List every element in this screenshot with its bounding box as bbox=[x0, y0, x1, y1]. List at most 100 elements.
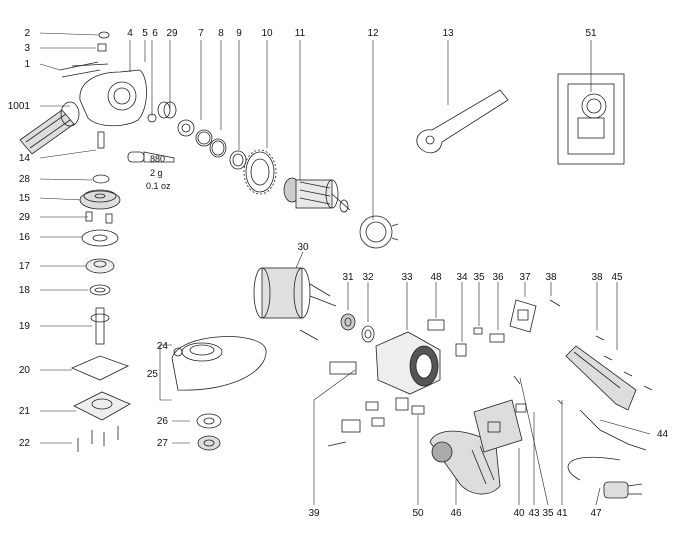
screws-set-part bbox=[595, 335, 653, 391]
label-1: 1 bbox=[24, 59, 30, 70]
screw-part bbox=[327, 441, 347, 447]
label-12: 12 bbox=[367, 28, 379, 39]
wheel-guard-part bbox=[171, 336, 267, 391]
part-number-labels: 2 3 1 4 5 6 29 7 8 9 10 11 12 13 51 1001… bbox=[8, 28, 669, 519]
label-50: 50 bbox=[412, 508, 424, 519]
label-35b: 35 bbox=[542, 508, 554, 519]
screw-part bbox=[513, 375, 521, 385]
nut-part bbox=[157, 101, 177, 119]
ring-part bbox=[89, 284, 111, 296]
label-34: 34 bbox=[456, 272, 468, 283]
clip-part bbox=[515, 403, 527, 413]
power-cable-part bbox=[579, 409, 647, 451]
bearing-cage-part bbox=[359, 215, 399, 249]
label-14: 14 bbox=[19, 153, 31, 164]
carbon-brush-part bbox=[489, 333, 505, 343]
label-29: 29 bbox=[166, 28, 178, 39]
label-10: 10 bbox=[261, 28, 273, 39]
label-2: 2 bbox=[24, 28, 30, 39]
pin-part bbox=[97, 131, 105, 149]
side-handle-part bbox=[19, 101, 80, 155]
label-46: 46 bbox=[450, 508, 462, 519]
fan-part bbox=[243, 149, 277, 195]
cover-plate-part bbox=[509, 299, 537, 333]
stator-part bbox=[253, 267, 337, 341]
label-3: 3 bbox=[24, 43, 30, 54]
grease-code: 880 bbox=[150, 154, 165, 164]
label-20: 20 bbox=[19, 365, 31, 376]
pin-wrench-part bbox=[416, 89, 509, 154]
label-40: 40 bbox=[513, 508, 525, 519]
label-16: 16 bbox=[19, 232, 31, 243]
grease-note: 880 2 g 0.1 oz bbox=[146, 154, 171, 191]
label-38b: 38 bbox=[591, 272, 603, 283]
label-17: 17 bbox=[19, 261, 31, 272]
switch-part bbox=[341, 397, 409, 433]
bearing-part bbox=[85, 258, 115, 274]
screw-part bbox=[473, 327, 483, 335]
label-47: 47 bbox=[590, 508, 602, 519]
label-44: 44 bbox=[657, 429, 669, 440]
brush-holder-part bbox=[455, 343, 467, 357]
bevel-gear-part bbox=[79, 189, 121, 210]
screw-part bbox=[59, 31, 110, 78]
screw-part bbox=[549, 299, 561, 307]
label-39: 39 bbox=[308, 508, 320, 519]
label-32: 32 bbox=[362, 272, 374, 283]
screw-pair-part bbox=[85, 211, 113, 224]
label-24: 24 bbox=[157, 341, 169, 352]
label-51: 51 bbox=[585, 28, 597, 39]
bearing-part bbox=[340, 313, 356, 331]
label-33: 33 bbox=[401, 272, 413, 283]
detail-inset-part bbox=[557, 73, 625, 165]
flange-part bbox=[81, 229, 119, 247]
label-30: 30 bbox=[297, 242, 309, 253]
label-48: 48 bbox=[430, 272, 442, 283]
plug-part bbox=[567, 456, 643, 499]
label-5: 5 bbox=[142, 28, 148, 39]
bearing-flange-part bbox=[73, 391, 131, 421]
label-4: 4 bbox=[127, 28, 133, 39]
label-29b: 29 bbox=[19, 212, 31, 223]
label-37: 37 bbox=[519, 272, 531, 283]
label-26: 26 bbox=[157, 416, 169, 427]
electronics-module-part bbox=[473, 399, 523, 453]
leader-lines bbox=[39, 32, 651, 506]
gear-housing-part bbox=[79, 69, 147, 127]
label-35: 35 bbox=[473, 272, 485, 283]
label-45: 45 bbox=[611, 272, 623, 283]
label-9: 9 bbox=[236, 28, 242, 39]
grease-tube-part bbox=[127, 151, 175, 163]
label-38: 38 bbox=[545, 272, 557, 283]
label-part bbox=[427, 319, 445, 331]
screws-set-part bbox=[77, 426, 119, 452]
label-7: 7 bbox=[198, 28, 204, 39]
label-36: 36 bbox=[492, 272, 504, 283]
handle-shell-part bbox=[565, 345, 637, 411]
ring-part bbox=[361, 325, 375, 343]
gasket-part bbox=[70, 355, 130, 381]
label-13: 13 bbox=[442, 28, 454, 39]
label-27: 27 bbox=[157, 438, 169, 449]
bearing-part bbox=[177, 119, 195, 137]
flange-nut-part bbox=[196, 413, 222, 429]
label-22: 22 bbox=[19, 438, 31, 449]
spindle-part bbox=[90, 307, 110, 345]
label-19: 19 bbox=[19, 321, 31, 332]
label-part bbox=[329, 361, 357, 375]
label-25: 25 bbox=[147, 369, 159, 380]
label-part bbox=[411, 405, 425, 415]
label-31: 31 bbox=[342, 272, 354, 283]
motor-housing-part bbox=[375, 331, 441, 395]
label-18: 18 bbox=[19, 285, 31, 296]
clamp-nut-part bbox=[197, 435, 221, 451]
label-43: 43 bbox=[528, 508, 540, 519]
label-28: 28 bbox=[19, 174, 31, 185]
label-6: 6 bbox=[152, 28, 158, 39]
grease-weight-g: 2 g bbox=[150, 168, 163, 178]
armature-part bbox=[283, 177, 351, 213]
retaining-ring-part bbox=[92, 174, 110, 184]
label-11: 11 bbox=[295, 28, 306, 39]
grease-weight-oz: 0.1 oz bbox=[146, 181, 171, 191]
